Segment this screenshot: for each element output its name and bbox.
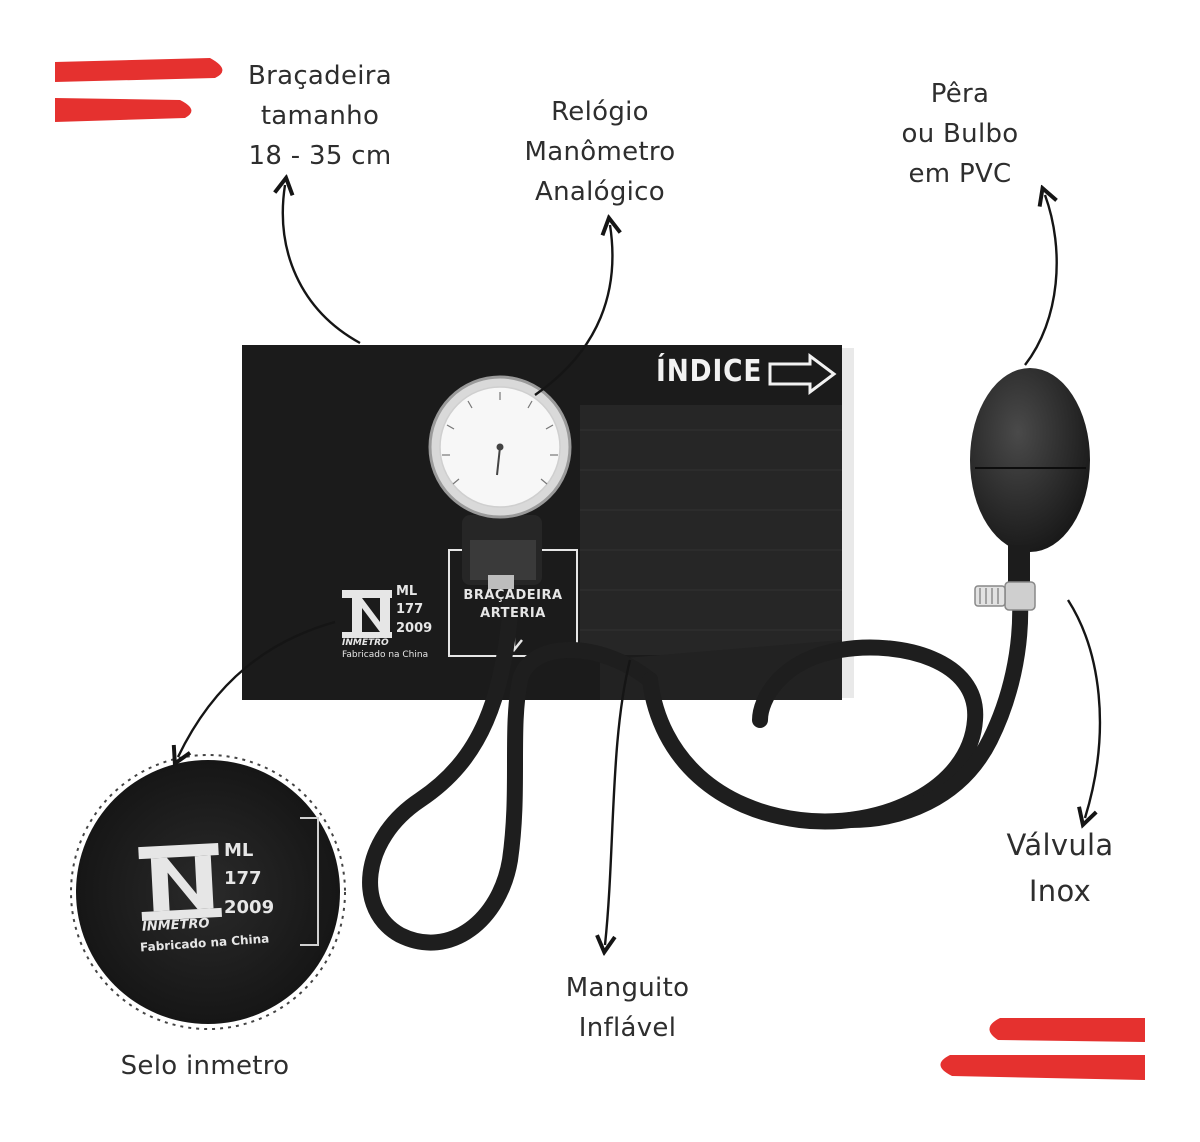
seal-ml: ML — [224, 840, 254, 861]
label-valvula: Válvula Inox — [1006, 828, 1114, 908]
arrow-right-icon — [768, 353, 837, 395]
inmetro-brand-small: INMETRO — [342, 638, 389, 648]
indice-label: ÍNDICE — [656, 354, 763, 389]
valve — [974, 581, 1036, 611]
inmetro-logo-small — [342, 590, 392, 638]
inmetro-num-small: 177 — [396, 602, 424, 617]
label-bracadeira: Braçadeira tamanho 18 - 35 cm — [247, 61, 393, 171]
inmetro-year-small: 2009 — [396, 621, 433, 636]
gauge — [428, 375, 572, 589]
inmetro-made-small: Fabricado na China — [342, 650, 429, 660]
cuff — [242, 345, 854, 700]
cuff-box-line2: ARTERIA — [480, 606, 546, 621]
cuff-box-line1: BRAÇADEIRA — [463, 588, 563, 603]
seal-num: 177 — [224, 868, 262, 889]
inmetro-logo-large — [138, 842, 222, 922]
bulb — [970, 368, 1090, 585]
red-brush-strokes-top-left — [55, 58, 223, 122]
label-relogio: Relógio Manômetro Analógico — [524, 97, 676, 207]
tubing — [362, 582, 1029, 951]
label-selo: Selo inmetro — [120, 1051, 290, 1081]
inmetro-seal-closeup — [70, 754, 346, 1030]
inmetro-ml-small: ML — [396, 584, 418, 599]
seal-year: 2009 — [224, 897, 275, 918]
label-manguito: Manguito Inflável — [565, 973, 690, 1043]
label-pera: Pêra ou Bulbo em PVC — [901, 79, 1019, 189]
curved-arrow-icon — [178, 185, 1102, 945]
red-brush-strokes-bottom-right — [940, 1018, 1145, 1080]
